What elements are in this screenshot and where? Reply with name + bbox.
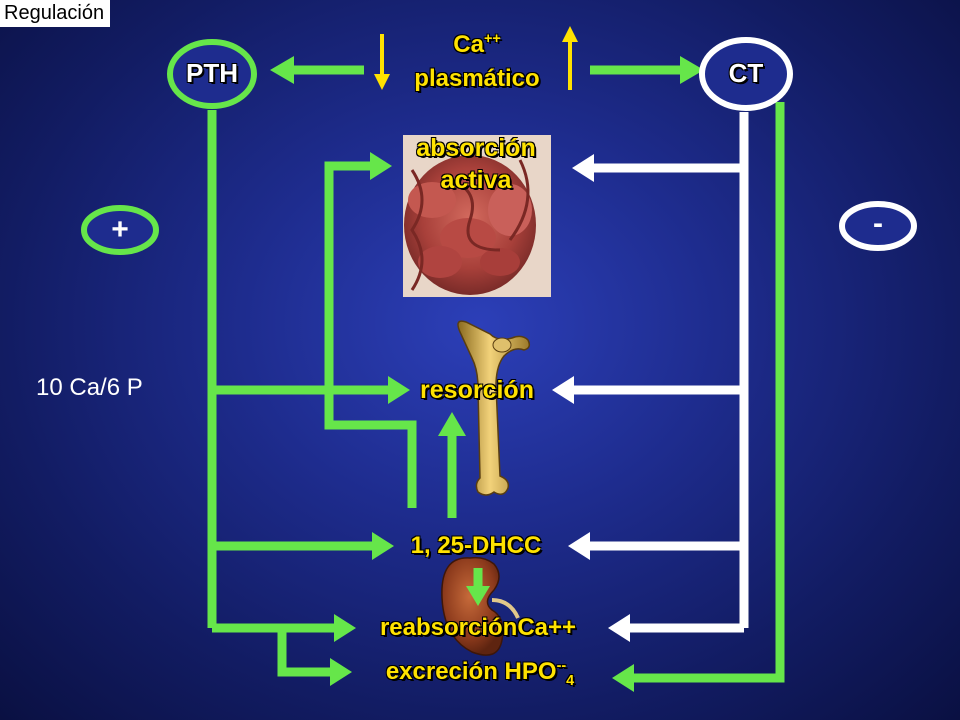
absorption-label: absorción activa bbox=[386, 132, 566, 196]
excretion-label: excreción HPO--4 bbox=[340, 658, 620, 689]
resorption-label: resorción bbox=[420, 376, 534, 404]
calcium-symbol: Ca bbox=[453, 31, 484, 58]
intestine-image bbox=[403, 135, 551, 297]
dhcc-label: 1, 25-DHCC bbox=[410, 532, 542, 559]
calcium-down-arrow bbox=[374, 34, 390, 90]
excretion-charge: -- bbox=[556, 658, 567, 674]
ct-pathways bbox=[572, 112, 749, 633]
absorption-line1: absorción bbox=[416, 134, 536, 162]
excretion-subscript: 4 bbox=[566, 672, 575, 689]
minus-oval bbox=[839, 201, 917, 251]
ct-oval bbox=[699, 37, 793, 111]
excretion-text: excreción HPO bbox=[385, 658, 557, 685]
reabsorption-label: reabsorciónCa++ bbox=[379, 614, 577, 641]
plus-oval bbox=[81, 205, 159, 255]
pth-label: PTH bbox=[186, 58, 238, 88]
pth-oval bbox=[167, 39, 257, 109]
calcium-charge: ++ bbox=[483, 31, 501, 47]
ct-label: CT bbox=[728, 58, 764, 88]
pth-pathways bbox=[207, 65, 682, 677]
slide-title: Regulación bbox=[0, 0, 111, 27]
absorption-line2: activa bbox=[440, 166, 512, 194]
calcium-up-arrow bbox=[562, 26, 578, 90]
ratio-label: 10 Ca/6 P bbox=[36, 374, 143, 401]
ct-arrowheads bbox=[552, 154, 630, 642]
calcium-plasma-label: plasmático bbox=[414, 65, 540, 92]
ct-excretion-pathway bbox=[612, 102, 785, 692]
calcium-label: Ca++ plasmático bbox=[392, 22, 562, 96]
minus-sign: - bbox=[873, 207, 883, 240]
pth-arrowheads bbox=[270, 56, 704, 686]
femur-image bbox=[457, 320, 531, 496]
plus-sign: + bbox=[111, 213, 129, 246]
kidney-image bbox=[441, 556, 520, 656]
